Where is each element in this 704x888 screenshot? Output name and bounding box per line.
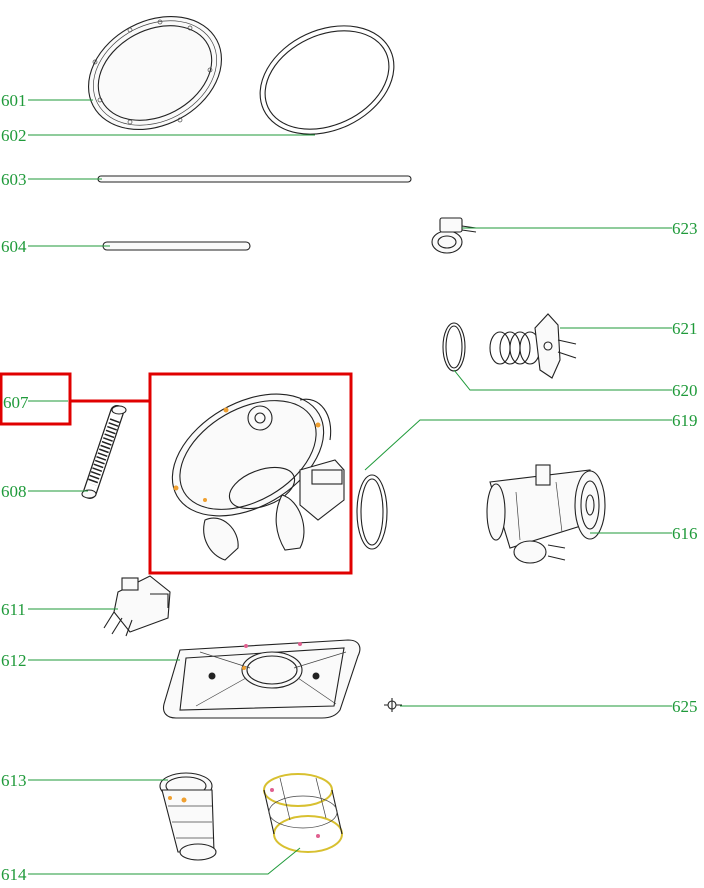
part-620-o-ring: [442, 322, 466, 372]
part-603-long-rod: [97, 175, 412, 183]
label-603: 603: [1, 170, 27, 189]
label-604: 604: [1, 237, 27, 256]
part-labels: 601 602 603 604 607 608 611 612 613 614 …: [1, 91, 698, 884]
label-625: 625: [672, 697, 698, 716]
label-616: 616: [672, 524, 698, 543]
part-607-sump-housing: [171, 393, 345, 561]
part-602-gasket-ring: [259, 25, 395, 135]
part-608-corrugated-hose: [81, 405, 127, 499]
part-611-pump-component: [103, 575, 171, 637]
label-613: 613: [1, 771, 27, 790]
label-619: 619: [672, 411, 698, 430]
label-611: 611: [1, 600, 26, 619]
part-621-heater-element: [489, 313, 577, 379]
part-616-motor-assembly: [486, 464, 606, 564]
part-619-seal-ring: [356, 474, 388, 550]
label-612: 612: [1, 651, 27, 670]
part-625-small-clip: [384, 698, 402, 712]
highlight-607: [0, 372, 353, 575]
label-601: 601: [1, 91, 27, 110]
label-614: 614: [1, 865, 27, 884]
leader-lines: [28, 99, 672, 875]
part-613-cylindrical-filter: [159, 772, 217, 861]
label-623: 623: [672, 219, 698, 238]
label-608: 608: [1, 482, 27, 501]
label-620: 620: [672, 381, 698, 400]
part-623-valve-connector: [431, 217, 477, 254]
part-612-filter-plate: [162, 639, 361, 719]
label-602: 602: [1, 126, 27, 145]
part-604-short-rod: [102, 241, 251, 251]
part-614-mesh-filter: [263, 773, 343, 853]
part-601-lid-ring: [87, 15, 223, 131]
label-607: 607: [3, 393, 29, 412]
label-621: 621: [672, 319, 698, 338]
